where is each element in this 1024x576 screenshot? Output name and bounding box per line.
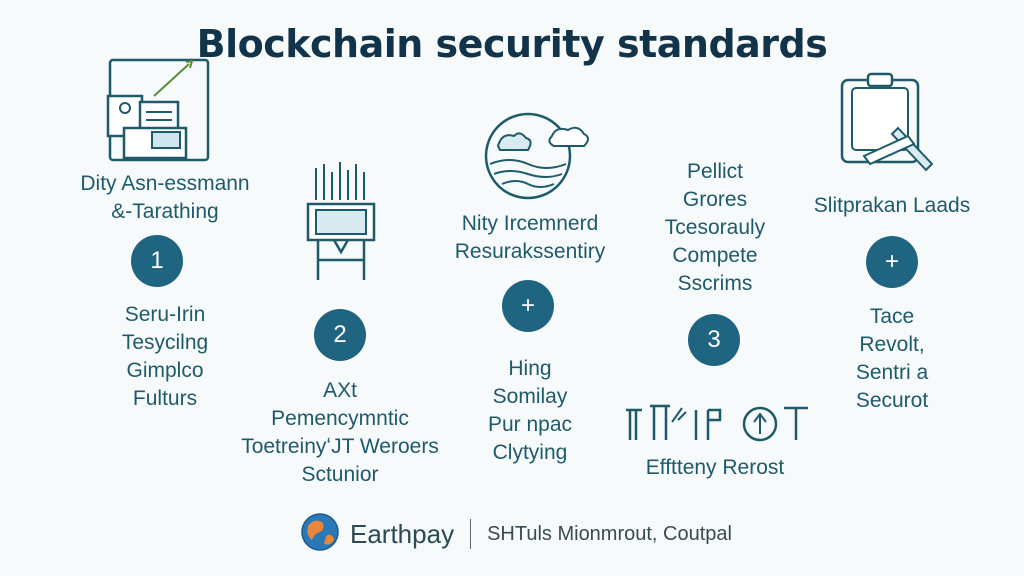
col5-caption: Slitprakan Laads bbox=[792, 192, 992, 220]
col5-body: Tace Revolt, Sentri a Securot bbox=[792, 303, 992, 415]
col5-body-line: Securot bbox=[855, 389, 929, 412]
globe-cloud-icon bbox=[480, 106, 592, 202]
col2-body-line: Sctunior bbox=[301, 463, 379, 486]
step-badge-2: 2 bbox=[314, 309, 366, 361]
col4-caption: Pellict Grores Tcesorauly Compete Sscrim… bbox=[620, 158, 810, 298]
col3-body-line: Clytying bbox=[492, 441, 568, 464]
clipboard-tools-icon bbox=[838, 72, 938, 176]
step-badge-plus: + bbox=[502, 280, 554, 332]
col1-body-line: Seru-Irin bbox=[124, 303, 206, 326]
col3-caption-line: Resurakssentiry bbox=[454, 240, 606, 263]
col1-body-line: Fulturs bbox=[132, 387, 198, 410]
col5-caption-line: Slitprakan Laads bbox=[813, 194, 971, 217]
col4-caption-line: Compete bbox=[672, 244, 758, 267]
col3-caption: Nity Ircemnerd Resurakssentiry bbox=[420, 210, 640, 266]
footer: Earthpay SHTuls Mionmrout, Coutpal bbox=[300, 512, 732, 556]
col1-caption-line: Dity Asn-essmann bbox=[80, 172, 250, 195]
footer-tagline: SHTuls Mionmrout, Coutpal bbox=[487, 522, 732, 545]
tools-symbols-icon bbox=[624, 400, 816, 448]
step-badge-3: 3 bbox=[688, 314, 740, 366]
col4-body-line: Efftteny Rerost bbox=[645, 456, 785, 479]
col1-caption: Dity Asn-essmann &-Tarathing bbox=[60, 170, 270, 226]
document-review-icon bbox=[104, 56, 214, 166]
col1-caption-line: &-Tarathing bbox=[111, 200, 219, 223]
step-badge-1: 1 bbox=[131, 235, 183, 287]
col4-caption-line: Sscrims bbox=[677, 272, 753, 295]
col2-body-line: ToetreinyʻJT Weroers bbox=[241, 435, 439, 458]
page-title: Blockchain security standards bbox=[196, 22, 828, 66]
col4-caption-line: Tcesorauly bbox=[664, 216, 766, 239]
footer-divider bbox=[470, 519, 472, 549]
col3-body: Hing Somilay Pur npac Clytying bbox=[430, 355, 630, 467]
col4-body: Efftteny Rerost bbox=[610, 454, 820, 482]
col2-body-line: AXt bbox=[323, 379, 357, 402]
step-badge-plus-2: + bbox=[866, 236, 918, 288]
col1-body-line: Gimplco bbox=[126, 359, 204, 382]
server-rack-icon bbox=[300, 160, 382, 286]
col5-body-line: Revolt, bbox=[859, 333, 925, 356]
col3-body-line: Somilay bbox=[492, 385, 568, 408]
col3-caption-line: Nity Ircemnerd bbox=[461, 212, 599, 235]
col5-body-line: Tace bbox=[869, 305, 915, 328]
col3-body-line: Pur npac bbox=[487, 413, 573, 436]
col2-body-line: Pemencymntic bbox=[271, 407, 409, 430]
col4-caption-line: Pellict bbox=[686, 160, 744, 183]
col4-caption-line: Grores bbox=[682, 188, 748, 211]
brand-name: Earthpay bbox=[350, 518, 455, 549]
col5-body-line: Sentri a bbox=[855, 361, 929, 384]
col2-body: AXt Pemencymntic ToetreinyʻJT Weroers Sc… bbox=[220, 377, 460, 489]
col3-body-line: Hing bbox=[508, 357, 552, 380]
col1-body-line: Tesycilng bbox=[121, 331, 209, 354]
col1-body: Seru-Irin Tesycilng Gimplco Fulturs bbox=[60, 301, 270, 413]
earth-globe-icon bbox=[300, 512, 340, 557]
